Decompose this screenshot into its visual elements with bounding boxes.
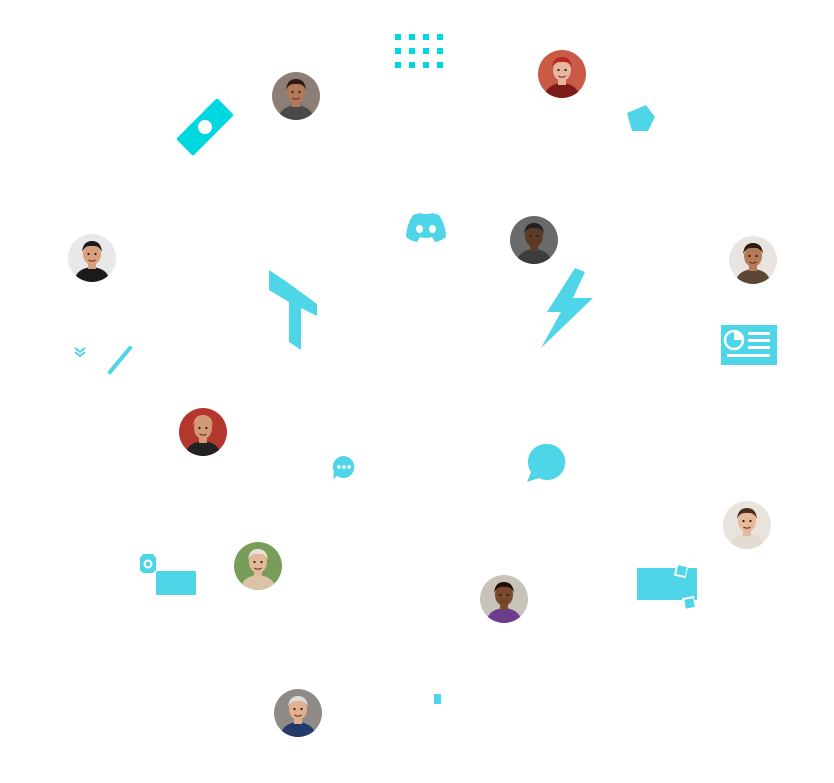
rectangle-tile-icon [156, 571, 196, 595]
avatar-man-glasses [68, 234, 116, 282]
avatar-elderly-woman [234, 542, 282, 590]
lightning-bolt-icon [527, 268, 595, 350]
avatar-man-suit [510, 216, 558, 264]
note-tile-icon [624, 103, 658, 135]
lens-badge-icon [138, 552, 158, 574]
slash-line-icon [106, 346, 134, 376]
dot-grid-icon [394, 33, 448, 69]
avatar-smiling-woman [729, 236, 777, 284]
discord-icon [405, 212, 447, 242]
avatar-brunette-woman [723, 501, 771, 549]
flag-box-icon [637, 563, 699, 613]
presentation-icon [721, 325, 777, 365]
ticket-icon [175, 97, 235, 157]
trello-t-icon [267, 270, 319, 352]
small-bar-icon [434, 694, 441, 704]
avatar-older-man-tie [274, 689, 322, 737]
chat-dots-icon [331, 454, 357, 480]
avatar-young-man [272, 72, 320, 120]
speech-bubble-icon [525, 442, 567, 484]
avatar-bald-man [179, 408, 227, 456]
chevrons-down-icon [74, 346, 86, 358]
avatar-red-haired-woman [538, 50, 586, 98]
avatar-woman-headband [480, 575, 528, 623]
